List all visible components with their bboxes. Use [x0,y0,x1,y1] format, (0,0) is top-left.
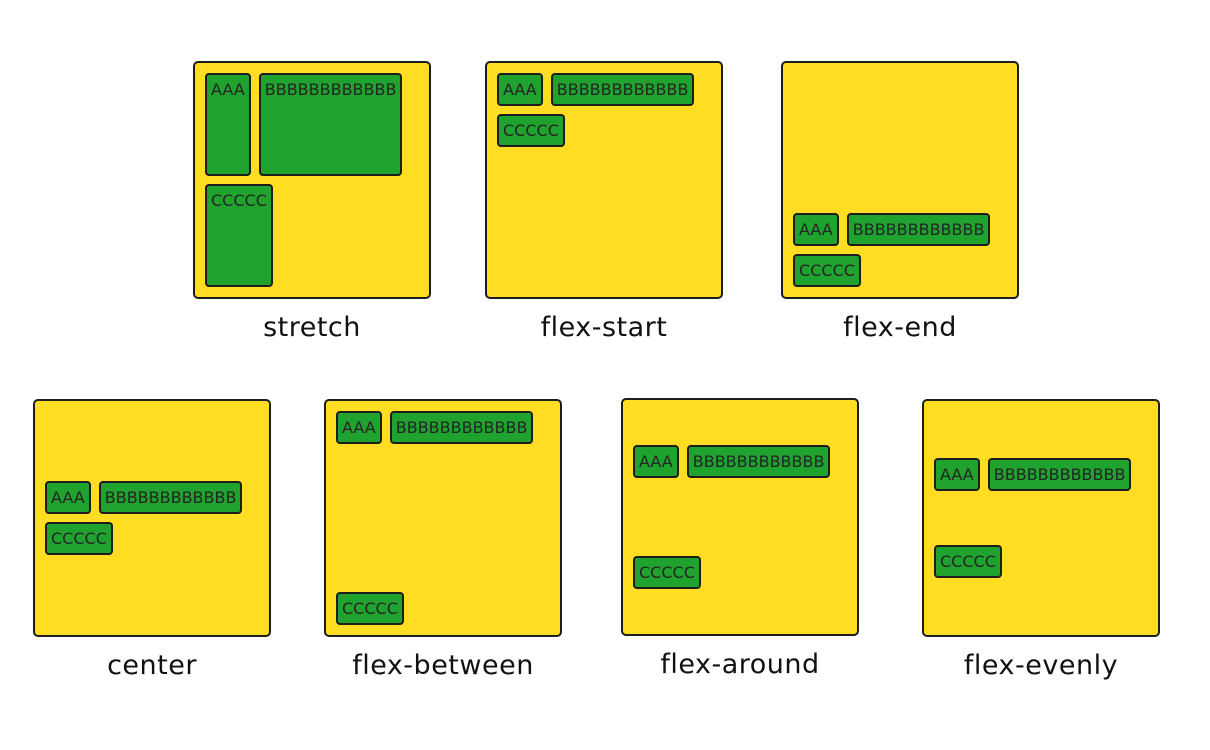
flex-item-a: AAA [497,73,543,106]
flex-item-c: CCCCC [336,592,404,625]
flex-item-b: BBBBBBBBBBBB [686,445,831,478]
flex-item-a: AAA [45,481,91,514]
flex-item-c: CCCCC [633,556,701,589]
flex-container-stretch: AAA BBBBBBBBBBBB CCCCC [193,61,431,299]
flex-item-a: AAA [793,213,839,246]
flex-item-a: AAA [336,411,382,444]
panel-flex-between: AAA BBBBBBBBBBBB CCCCC flex-between [324,399,562,681]
flex-item-b: BBBBBBBBBBBB [987,457,1132,491]
flex-container-flex-between: AAA BBBBBBBBBBBB CCCCC [324,399,562,637]
panel-center: AAA BBBBBBBBBBBB CCCCC center [33,399,271,681]
panel-label-center: center [107,650,197,681]
flex-item-c: CCCCC [497,114,565,147]
panel-label-flex-evenly: flex-evenly [963,650,1119,681]
flex-container-flex-end: AAA BBBBBBBBBBBB CCCCC [781,61,1019,299]
panel-label-stretch: stretch [263,312,361,343]
flex-item-a: AAA [205,73,251,176]
panel-label-flex-end: flex-end [843,312,957,343]
flex-container-flex-start: AAA BBBBBBBBBBBB CCCCC [485,61,723,299]
flex-item-c: CCCCC [45,522,113,555]
flex-item-b: BBBBBBBBBBBB [550,73,695,106]
panel-flex-evenly: AAA BBBBBBBBBBBB CCCCC flex-evenly [922,399,1160,681]
flex-item-a: AAA [934,457,980,491]
flex-item-a: AAA [633,445,679,478]
flex-item-c: CCCCC [934,545,1002,579]
panel-label-flex-start: flex-start [540,312,668,343]
panel-flex-start: AAA BBBBBBBBBBBB CCCCC flex-start [485,61,723,343]
panel-stretch: AAA BBBBBBBBBBBB CCCCC stretch [193,61,431,343]
panel-label-flex-between: flex-between [352,650,534,681]
flex-item-b: BBBBBBBBBBBB [98,481,243,514]
flex-item-b: BBBBBBBBBBBB [846,213,991,246]
flex-container-flex-around: AAA BBBBBBBBBBBB CCCCC [621,398,859,636]
flex-item-c: CCCCC [205,184,273,287]
flex-item-b: BBBBBBBBBBBB [258,73,403,176]
panel-label-flex-around: flex-around [660,649,820,680]
panel-flex-end: AAA BBBBBBBBBBBB CCCCC flex-end [781,61,1019,343]
flex-container-flex-evenly: AAA BBBBBBBBBBBB CCCCC [922,399,1160,637]
flex-item-c: CCCCC [793,254,861,287]
panel-flex-around: AAA BBBBBBBBBBBB CCCCC flex-around [621,398,859,680]
flex-item-b: BBBBBBBBBBBB [389,411,534,444]
flex-container-center: AAA BBBBBBBBBBBB CCCCC [33,399,271,637]
